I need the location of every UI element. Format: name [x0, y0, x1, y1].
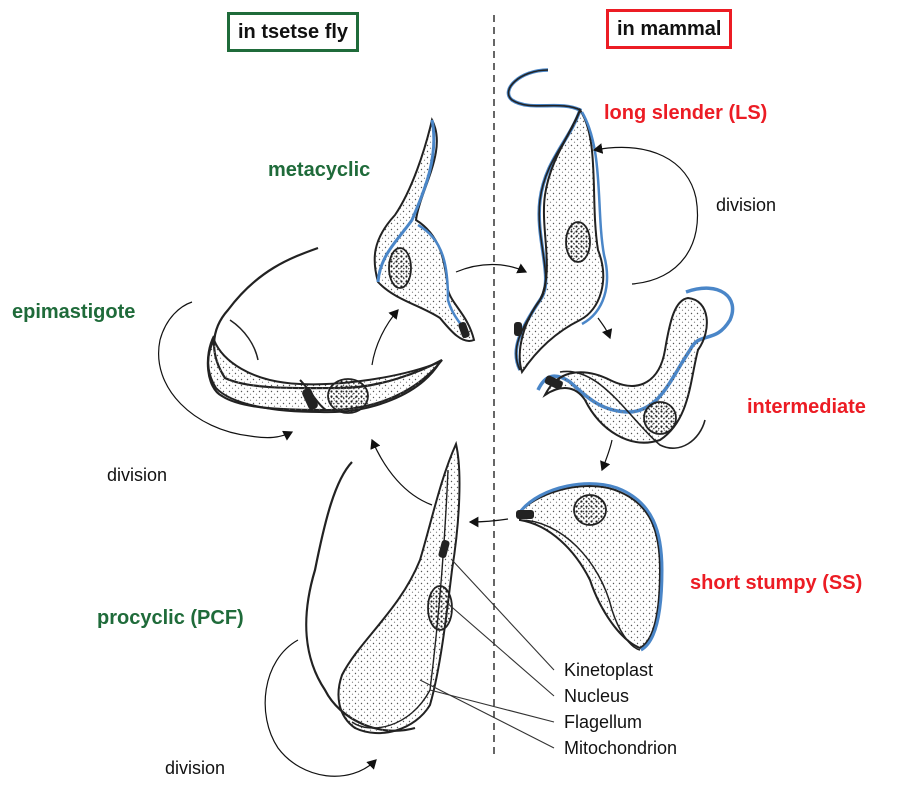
- stage-label-short-stumpy: short stumpy (SS): [690, 573, 862, 593]
- long-slender-cell: [508, 70, 607, 372]
- organelle-label-nucleus: Nucleus: [564, 687, 629, 705]
- stage-label-intermediate: intermediate: [747, 397, 866, 417]
- stage-label-metacyclic: metacyclic: [268, 160, 370, 180]
- stage-label-epimastigote: epimastigote: [12, 302, 135, 322]
- organelle-label-mitochondrion: Mitochondrion: [564, 739, 677, 757]
- organelle-label-kinetoplast: Kinetoplast: [564, 661, 653, 679]
- organelle-label-flagellum: Flagellum: [564, 713, 642, 731]
- division-label-epimastigote: division: [107, 466, 167, 484]
- short-stumpy-cell: [516, 484, 662, 650]
- stage-label-long-slender: long slender (LS): [604, 103, 767, 123]
- procyclic-cell: [306, 444, 459, 733]
- division-label-procyclic: division: [165, 759, 225, 777]
- tsetse-fly-header-box: in tsetse fly: [227, 12, 359, 52]
- metacyclic-cell: [375, 120, 474, 341]
- division-label-long-slender: division: [716, 196, 776, 214]
- stage-label-procyclic: procyclic (PCF): [97, 608, 244, 628]
- mammal-header-box: in mammal: [606, 9, 732, 49]
